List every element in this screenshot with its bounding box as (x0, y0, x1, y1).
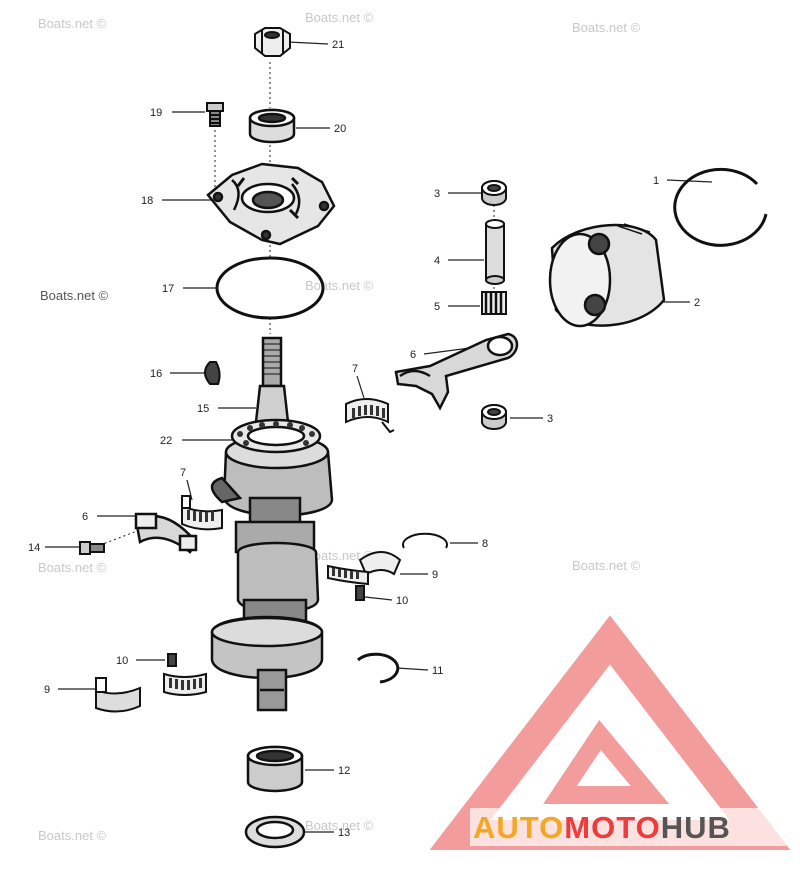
callout-21: 21 (332, 39, 344, 51)
watermark-text: Boats.net © (305, 548, 374, 563)
piston-pin-retainer-part (481, 404, 507, 430)
callout-8: 8 (482, 538, 488, 550)
callout-2: 2 (694, 297, 700, 309)
watermark-text: Boats.net © (38, 16, 107, 31)
watermark-text: Boats.net © (38, 560, 107, 575)
watermark-text: Boats.net © (305, 278, 374, 293)
needle-roller-set-part (327, 564, 369, 601)
callout-6: 6 (82, 511, 88, 523)
bearing-race-part (95, 677, 141, 713)
callout-1: 1 (653, 175, 659, 187)
leader-lines (45, 41, 713, 833)
seal-part (244, 815, 306, 849)
callout-6: 6 (410, 349, 416, 361)
watermark-text: Boats.net © (572, 558, 641, 573)
callout-10: 10 (116, 655, 128, 667)
callout-7: 7 (352, 363, 358, 375)
callout-9: 9 (432, 569, 438, 581)
callout-3: 3 (547, 413, 553, 425)
watermark-text: Boats.net © (305, 10, 374, 25)
roller-bearing-part (246, 745, 304, 793)
watermark-text: Boats.net © (40, 288, 109, 303)
brand-part-auto: AUTO (473, 810, 564, 845)
callout-9: 9 (44, 684, 50, 696)
svg-text:AUTOMOTOHUB: AUTOMOTOHUB (473, 810, 731, 845)
callout-22: 22 (160, 435, 172, 447)
callout-16: 16 (150, 368, 162, 380)
callout-5: 5 (434, 301, 440, 313)
callout-12: 12 (338, 765, 350, 777)
upper-end-cap-part (206, 162, 336, 246)
snap-ring-part (357, 652, 400, 684)
piston-ring-part (673, 167, 768, 247)
watermarks: Boats.net © Boats.net © Boats.net © Boat… (38, 10, 641, 843)
callout-11: 11 (432, 665, 443, 677)
piston-pin-retainer-part (481, 180, 507, 206)
brand-part-moto: MOTO (564, 810, 660, 845)
callout-14: 14 (28, 542, 40, 554)
callout-7: 7 (180, 467, 186, 479)
crankshaft-part (210, 336, 334, 712)
callout-10: 10 (396, 595, 408, 607)
callout-3: 3 (434, 188, 440, 200)
callouts: 21 20 19 18 17 16 15 22 1 2 3 4 5 6 3 7 … (28, 39, 700, 839)
oil-seal-part (248, 108, 296, 144)
retaining-ring-part (402, 532, 448, 549)
watermark-text: Boats.net © (572, 20, 641, 35)
end-cap-screw-part (206, 102, 224, 127)
callout-19: 19 (150, 107, 162, 119)
piston-part (548, 223, 666, 328)
triangle-a-logo-icon (429, 615, 791, 850)
piston-pin-part (485, 219, 505, 285)
brand-part-hub: HUB (661, 810, 731, 845)
nut-part (254, 27, 291, 57)
ball-bearing-part (230, 418, 322, 454)
callout-17: 17 (162, 283, 174, 295)
rod-bearing-part (345, 398, 395, 434)
callout-20: 20 (334, 123, 346, 135)
connecting-rod-part (394, 332, 519, 411)
bearing-race-part (358, 551, 402, 576)
needle-bearing-part (481, 291, 507, 315)
connecting-rod-cap-part (134, 512, 198, 554)
rod-bearing-part (181, 495, 223, 531)
watermark-text: Boats.net © (38, 828, 107, 843)
callout-4: 4 (434, 255, 440, 267)
callout-15: 15 (197, 403, 209, 415)
watermark-text: Boats.net © (305, 818, 374, 833)
brand-wordmark: AUTOMOTOHUB (470, 808, 792, 846)
callout-13: 13 (338, 827, 350, 839)
rod-screw-part (79, 541, 105, 555)
needle-roller-set-part (163, 653, 207, 696)
woodruff-key-part (204, 361, 221, 385)
o-ring-part (215, 256, 325, 320)
callout-18: 18 (141, 195, 153, 207)
